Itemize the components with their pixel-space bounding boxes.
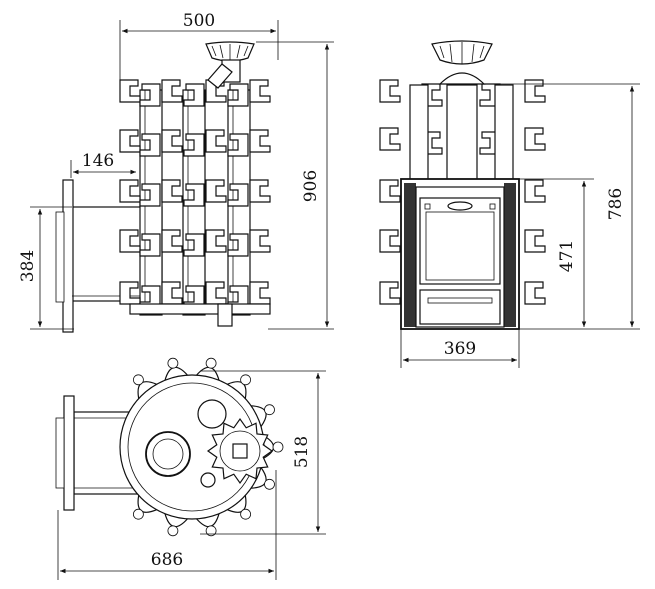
cage-stone xyxy=(264,478,275,490)
dim-side-offset: 146 xyxy=(82,151,114,171)
cage-bracket xyxy=(161,129,183,153)
cage-stone xyxy=(272,441,284,453)
cage-bracket xyxy=(205,179,227,203)
door-handle xyxy=(447,201,473,211)
front-view: 786 471 369 xyxy=(379,40,640,368)
cage-bracket xyxy=(205,281,227,305)
cage-bracket xyxy=(227,83,249,107)
cage-bracket xyxy=(183,133,205,157)
cage-bracket xyxy=(249,179,271,203)
cage-bracket xyxy=(139,133,161,157)
side-door-plate xyxy=(62,179,74,333)
cage-bracket xyxy=(249,229,271,253)
cage-bracket xyxy=(119,179,141,203)
front-ash-drawer xyxy=(419,289,501,325)
cage-stone xyxy=(264,404,275,416)
cage-bracket xyxy=(119,281,141,305)
cage-bracket xyxy=(161,179,183,203)
cage-bracket xyxy=(379,179,401,203)
cage-bracket xyxy=(524,127,546,151)
side-stone-cage xyxy=(119,79,271,327)
cage-stone xyxy=(205,357,217,369)
cage-bracket xyxy=(161,79,183,103)
cage-bracket xyxy=(379,281,401,305)
side-view: 500 906 146 384 xyxy=(18,11,334,333)
side-door-handle xyxy=(55,211,65,303)
cage-bracket xyxy=(524,179,546,203)
cage-bracket xyxy=(227,233,249,257)
cage-stone xyxy=(132,508,144,520)
cage-stone xyxy=(205,525,217,537)
cage-bracket xyxy=(227,133,249,157)
top-stone-cage xyxy=(132,357,284,537)
cage-stone xyxy=(132,374,144,386)
cage-bracket xyxy=(249,129,271,153)
cage-bracket xyxy=(119,79,141,103)
cage-bracket xyxy=(119,129,141,153)
dim-side-door-height: 384 xyxy=(18,250,38,282)
cage-bracket xyxy=(183,83,205,107)
cage-bracket xyxy=(139,233,161,257)
cage-bracket xyxy=(379,79,401,103)
top-view: 518 686 xyxy=(55,357,326,580)
cage-stone xyxy=(240,374,252,386)
cage-bracket xyxy=(524,281,546,305)
cage-bracket xyxy=(379,127,401,151)
front-stone-cage xyxy=(379,79,546,305)
cage-stone xyxy=(167,525,179,537)
cage-stone xyxy=(167,357,179,369)
cage-bracket xyxy=(205,129,227,153)
dim-side-height: 906 xyxy=(301,170,321,202)
dim-top-length: 686 xyxy=(151,550,183,570)
cage-bracket xyxy=(205,229,227,253)
cage-bracket xyxy=(139,183,161,207)
cage-bracket xyxy=(227,183,249,207)
cage-bracket xyxy=(139,83,161,107)
dim-front-height: 786 xyxy=(606,188,626,220)
dim-front-door-width: 369 xyxy=(444,339,476,359)
cage-bracket xyxy=(183,233,205,257)
cage-bracket xyxy=(161,281,183,305)
cage-bracket xyxy=(249,281,271,305)
cage-bracket xyxy=(379,229,401,253)
cage-bracket xyxy=(249,79,271,103)
cage-bracket xyxy=(524,229,546,253)
cage-bracket xyxy=(183,183,205,207)
cage-bracket xyxy=(524,79,546,103)
cage-bracket xyxy=(161,229,183,253)
dim-side-width: 500 xyxy=(183,11,215,31)
cage-bracket xyxy=(119,229,141,253)
top-hole xyxy=(197,399,227,429)
dim-top-depth: 518 xyxy=(292,436,312,468)
top-chimney xyxy=(145,431,191,477)
dim-front-door-height: 471 xyxy=(557,240,577,272)
cage-stone xyxy=(240,508,252,520)
